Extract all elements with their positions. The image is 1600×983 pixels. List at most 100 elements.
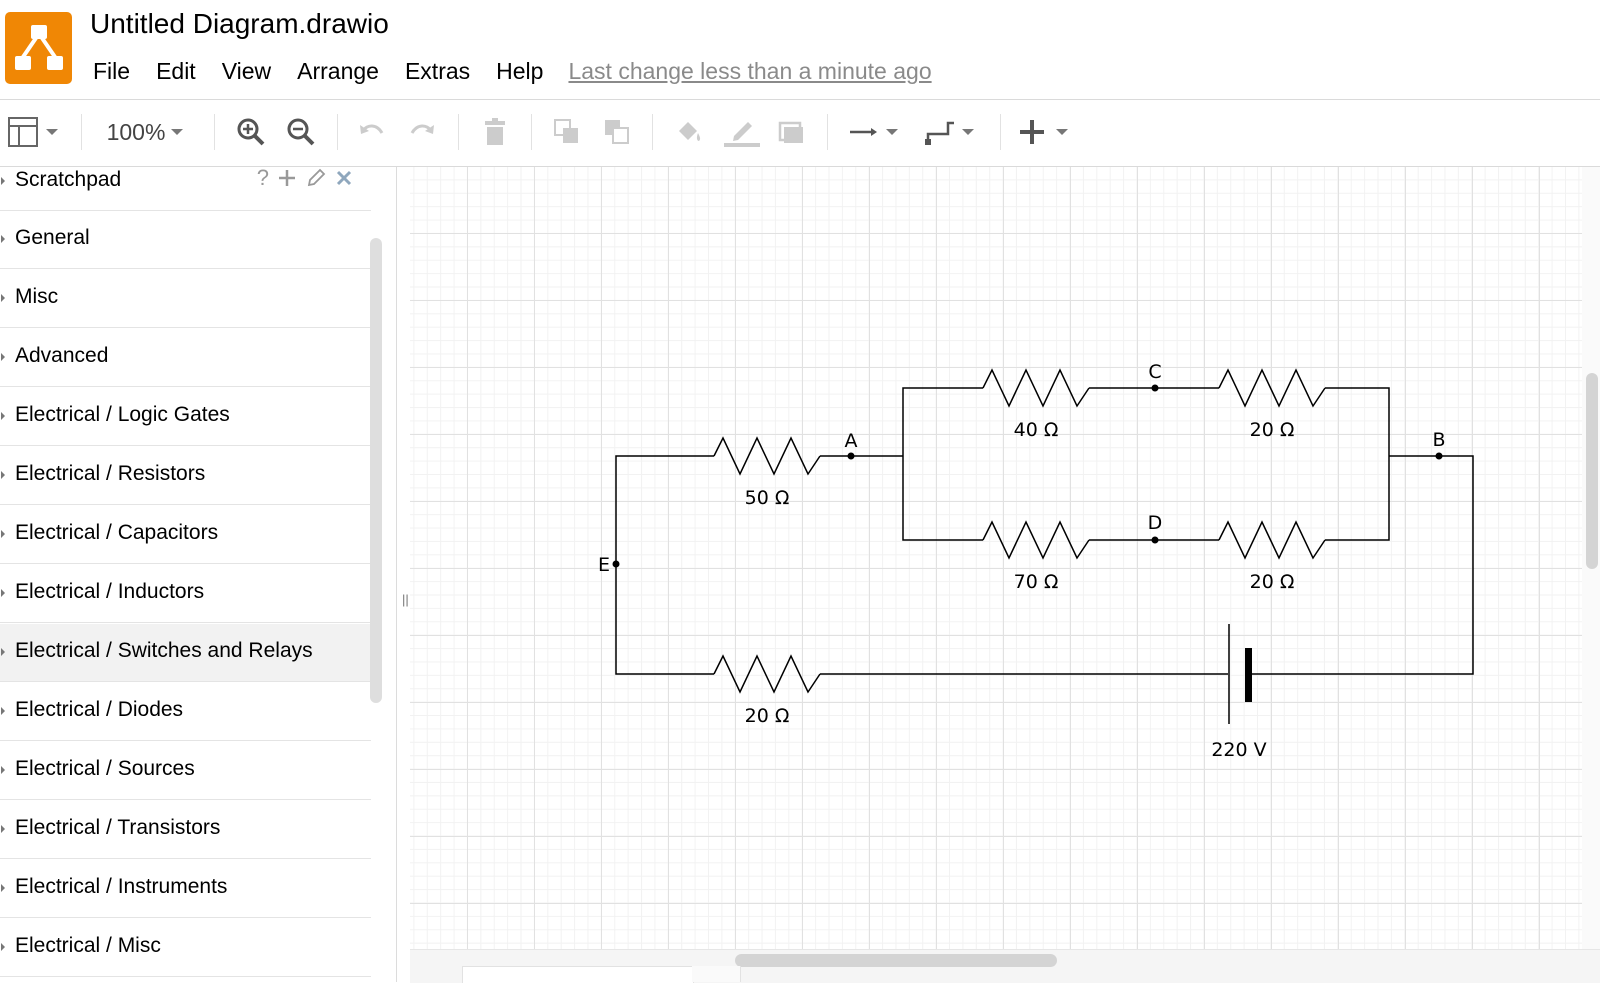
resistor-20-top[interactable] <box>1218 368 1326 408</box>
resistor-70-label[interactable]: 70 Ω <box>1014 571 1059 593</box>
menu-extras[interactable]: Extras <box>404 57 471 84</box>
resistor-20-bottom[interactable] <box>713 654 821 694</box>
resistor-40[interactable] <box>982 368 1090 408</box>
menu-view[interactable]: View <box>221 57 272 84</box>
menu-edit[interactable]: Edit <box>156 57 196 84</box>
chevron-down-icon <box>171 129 184 135</box>
node-d-dot <box>1151 536 1159 544</box>
sidebar-item-electrical-inductors[interactable]: Electrical / Inductors <box>0 565 371 623</box>
sidebar-item-label: Electrical / Switches and Relays <box>15 639 313 662</box>
circuit-wires <box>615 368 1474 694</box>
edit-icon[interactable] <box>305 167 327 189</box>
toolbar-separator <box>81 114 82 150</box>
horizontal-scrollbar[interactable] <box>735 954 1057 967</box>
sidebar-item-label: Electrical / Misc <box>15 934 161 957</box>
to-back-icon[interactable] <box>600 112 634 152</box>
toolbar-separator <box>337 114 338 150</box>
undo-icon[interactable] <box>355 112 389 152</box>
menu-file[interactable]: File <box>93 57 131 84</box>
add-page-tab[interactable] <box>692 966 741 982</box>
sidebar-item-electrical-resistors[interactable]: Electrical / Resistors <box>0 447 371 505</box>
expand-arrow-icon <box>1 471 5 479</box>
resistor-50[interactable] <box>713 436 821 476</box>
expand-arrow-icon <box>1 353 5 361</box>
node-d-label[interactable]: D <box>1148 512 1163 534</box>
close-icon[interactable] <box>335 169 353 187</box>
menu-help[interactable]: Help <box>496 57 544 84</box>
zoom-out-icon[interactable] <box>284 112 318 152</box>
wire-right[interactable] <box>1250 455 1474 675</box>
insert-icon[interactable] <box>1018 112 1076 152</box>
sidebar-item-electrical-logic-gates[interactable]: Electrical / Logic Gates <box>0 388 371 446</box>
sidebar-item-electrical-sources[interactable]: Electrical / Sources <box>0 742 371 800</box>
sidebar-item-electrical-diodes[interactable]: Electrical / Diodes <box>0 683 371 741</box>
sidebar-item-label: Electrical / Inductors <box>15 580 205 603</box>
expand-arrow-icon <box>1 589 5 597</box>
add-icon[interactable] <box>277 168 297 188</box>
toolbar-separator <box>531 114 532 150</box>
sidebar-item-misc[interactable]: Misc <box>0 270 371 328</box>
sidebar-item-label: Electrical / Instruments <box>15 875 228 898</box>
sidebar-item-electrical-instruments[interactable]: Electrical / Instruments <box>0 860 371 918</box>
node-dots <box>612 384 1443 568</box>
node-b-label[interactable]: B <box>1432 429 1445 451</box>
diagram-logo-icon <box>15 25 63 70</box>
expand-arrow-icon <box>1 707 5 715</box>
resistor-70[interactable] <box>982 520 1090 560</box>
sidebar-item-advanced[interactable]: Advanced <box>0 329 371 387</box>
expand-arrow-icon <box>1 412 5 420</box>
expand-arrow-icon <box>1 884 5 892</box>
toolbar: 100% <box>0 100 1600 167</box>
resistor-20-middle-label[interactable]: 20 Ω <box>1250 571 1295 593</box>
format-panel-icon[interactable] <box>6 112 64 152</box>
connection-icon[interactable] <box>848 112 904 152</box>
redo-icon[interactable] <box>405 112 439 152</box>
node-c-label[interactable]: C <box>1148 361 1161 383</box>
wire-parallel-right[interactable] <box>1325 387 1390 541</box>
toolbar-separator <box>827 114 828 150</box>
drawing-canvas[interactable] <box>410 167 1582 949</box>
last-change-link[interactable]: Last change less than a minute ago <box>568 57 932 84</box>
zoom-in-icon[interactable] <box>234 112 268 152</box>
resistor-50-label[interactable]: 50 Ω <box>745 487 790 509</box>
sidebar-item-electrical-misc[interactable]: Electrical / Misc <box>0 919 371 977</box>
expand-arrow-icon <box>1 825 5 833</box>
sidebar-item-electrical-switches-and-relays[interactable]: Electrical / Switches and Relays <box>0 624 371 682</box>
sidebar-item-electrical-capacitors[interactable]: Electrical / Capacitors <box>0 506 371 564</box>
waypoints-icon[interactable] <box>922 112 980 152</box>
node-c-dot <box>1151 384 1159 392</box>
delete-icon[interactable] <box>478 112 512 152</box>
sidebar-item-label: Electrical / Diodes <box>15 698 184 721</box>
toolbar-separator <box>1000 114 1001 150</box>
sidebar-item-label: Advanced <box>15 344 109 367</box>
zoom-dropdown[interactable]: 100% <box>96 112 200 152</box>
document-title[interactable]: Untitled Diagram.drawio <box>90 8 389 39</box>
sidebar-item-electrical-transistors[interactable]: Electrical / Transistors <box>0 801 371 859</box>
shadow-icon[interactable] <box>775 112 809 152</box>
to-front-icon[interactable] <box>550 112 584 152</box>
line-color-icon[interactable] <box>722 112 762 152</box>
wire-parallel-left[interactable] <box>902 387 983 541</box>
resistor-20-middle[interactable] <box>1218 520 1326 560</box>
sidebar-item-label: Electrical / Capacitors <box>15 521 219 544</box>
voltage-source-label[interactable]: 220 V <box>1211 739 1266 761</box>
resistor-40-label[interactable]: 40 Ω <box>1014 419 1059 441</box>
resistor-20-top-label[interactable]: 20 Ω <box>1250 419 1295 441</box>
vertical-scrollbar[interactable] <box>1586 373 1598 569</box>
expand-arrow-icon <box>1 530 5 538</box>
sidebar-resize-handle[interactable]: || <box>402 592 409 607</box>
fill-color-icon[interactable] <box>672 112 706 152</box>
voltage-source[interactable] <box>1228 624 1252 724</box>
sidebar-scrollbar[interactable] <box>370 238 382 703</box>
help-icon[interactable]: ? <box>256 167 269 190</box>
sidebar-item-general[interactable]: General <box>0 211 371 269</box>
sidebar-item-scratchpad[interactable]: Scratchpad ? <box>0 167 371 211</box>
node-a-label[interactable]: A <box>845 430 858 452</box>
resistor-20-bottom-label[interactable]: 20 Ω <box>745 705 790 727</box>
menu-arrange[interactable]: Arrange <box>297 57 379 84</box>
node-e-label[interactable]: E <box>598 554 610 576</box>
wire-left[interactable] <box>615 455 714 675</box>
node-e-dot <box>612 560 620 568</box>
header-divider <box>0 99 1600 100</box>
